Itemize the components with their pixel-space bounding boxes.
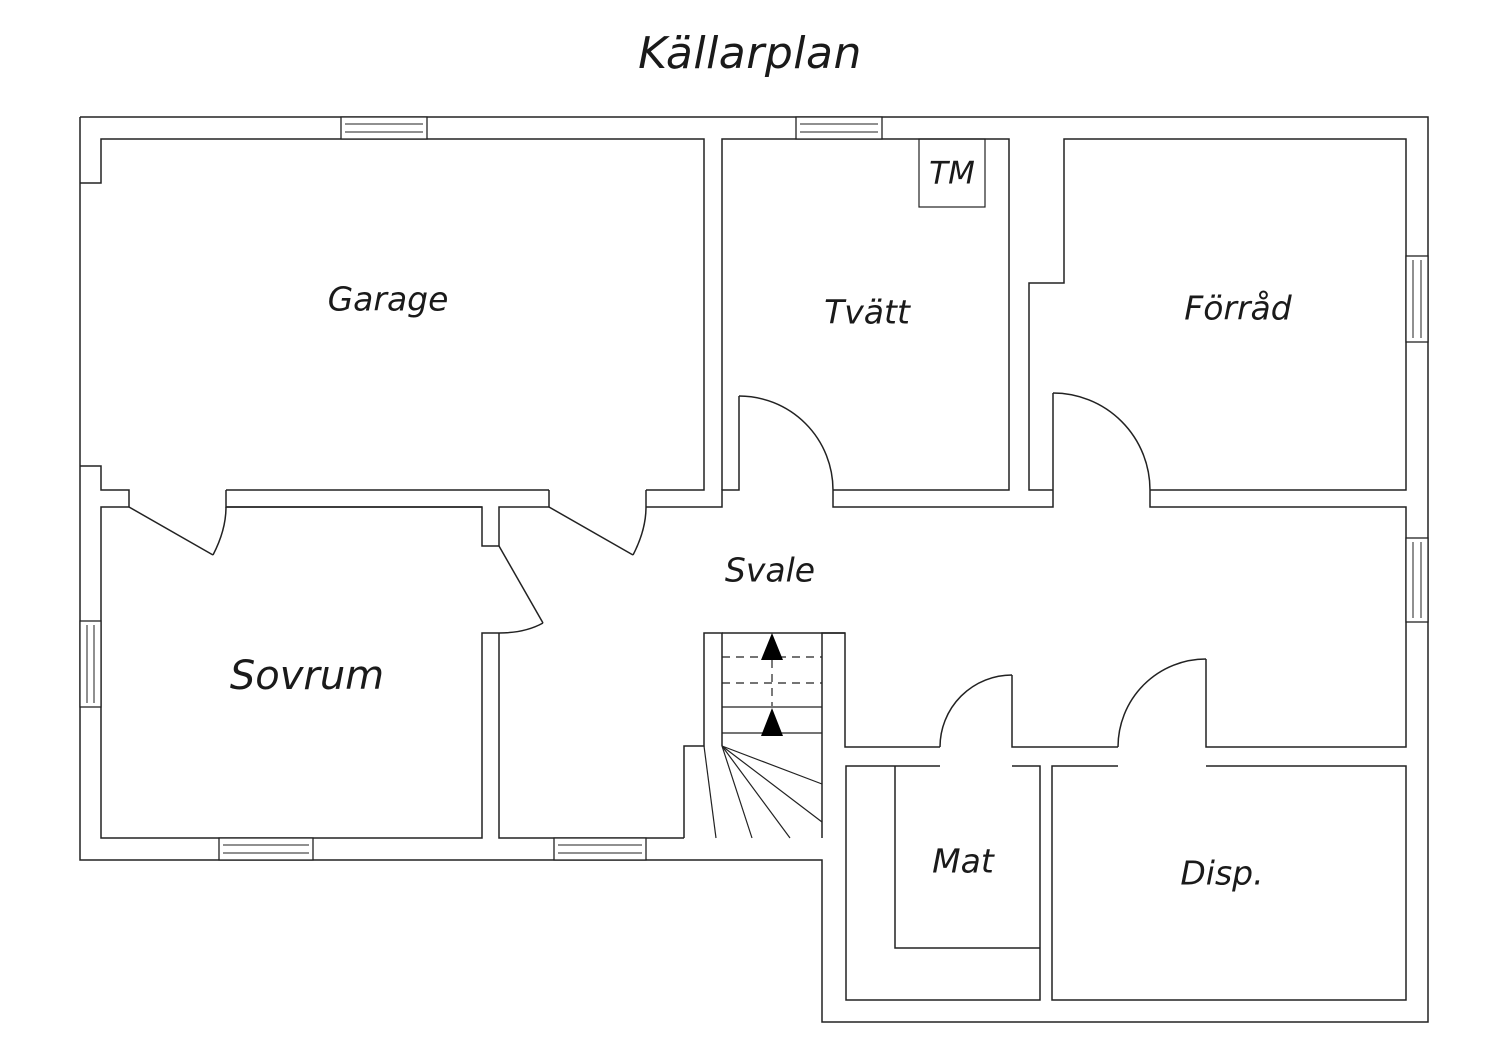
window-garage-top [340, 116, 428, 140]
disp-door-arc [1117, 658, 1207, 748]
garage-wall-bottom-stub [225, 490, 550, 547]
sovrum-door-arc [498, 622, 544, 634]
garage-doors [128, 490, 647, 556]
mat-outer [845, 765, 1041, 1001]
window-sovrum-left [79, 620, 102, 708]
garage-door-right-leaf [548, 506, 634, 556]
forrad-walls [1028, 138, 1407, 491]
forrad-room [1028, 138, 1407, 491]
garage-door-left-leaf [128, 506, 214, 556]
tm-fixture [918, 138, 986, 208]
stair-rail-outer [683, 632, 723, 838]
svale-walls [498, 392, 1407, 839]
room-label-mat: Mat [932, 842, 995, 881]
staircase [683, 632, 845, 839]
garage-door-right-arc [632, 506, 647, 556]
room-label-disp: Disp. [1180, 854, 1263, 893]
room-label-garage: Garage [328, 280, 449, 319]
tvatt-room [721, 138, 1010, 491]
room-label-tvatt: Tvätt [824, 293, 911, 332]
stair-turn-3 [721, 745, 791, 839]
svale-bottom-left [821, 632, 940, 838]
window-svale-right [1405, 537, 1429, 623]
room-label-svale: Svale [725, 551, 815, 590]
mat-inner [894, 766, 1040, 949]
disp-walls [1051, 765, 1407, 1001]
stair-arrow-up-2 [761, 708, 783, 736]
window-sovrum-bottom [218, 837, 314, 861]
disp-room [1051, 765, 1407, 1001]
garage-door-left-arc [212, 506, 227, 556]
window-svale-bottom [553, 837, 647, 861]
fixture-label-tm: TM [929, 156, 975, 192]
page-title: Källarplan [638, 28, 862, 79]
stair-turn-1 [721, 745, 823, 785]
room-label-forrad: Förråd [1184, 289, 1293, 328]
mat-room [845, 765, 1041, 1001]
tvatt-door-arc [738, 395, 834, 491]
svale-bottom-mid [1011, 675, 1118, 748]
sovrum-door-leaf [498, 545, 544, 624]
stair-arrow-up-1 [761, 633, 783, 660]
svale-top-mid [832, 393, 1054, 508]
outer-wall-exterior [79, 116, 1429, 1023]
window-tvatt-top [795, 116, 883, 140]
svale-left-wall [498, 633, 684, 839]
room-label-sovrum: Sovrum [230, 653, 384, 699]
stair-turn-2 [721, 745, 823, 823]
svale-top-right [1149, 490, 1407, 748]
windows [79, 116, 1429, 861]
tvatt-walls [721, 138, 1010, 491]
window-forrad-right [1405, 255, 1429, 343]
stair-turn-4 [721, 745, 753, 839]
mat-door-arc [939, 674, 1013, 748]
stair-turn-5 [703, 745, 717, 839]
forrad-door-arc [1052, 392, 1151, 491]
outer-wall-interior-garage-left [80, 465, 130, 507]
